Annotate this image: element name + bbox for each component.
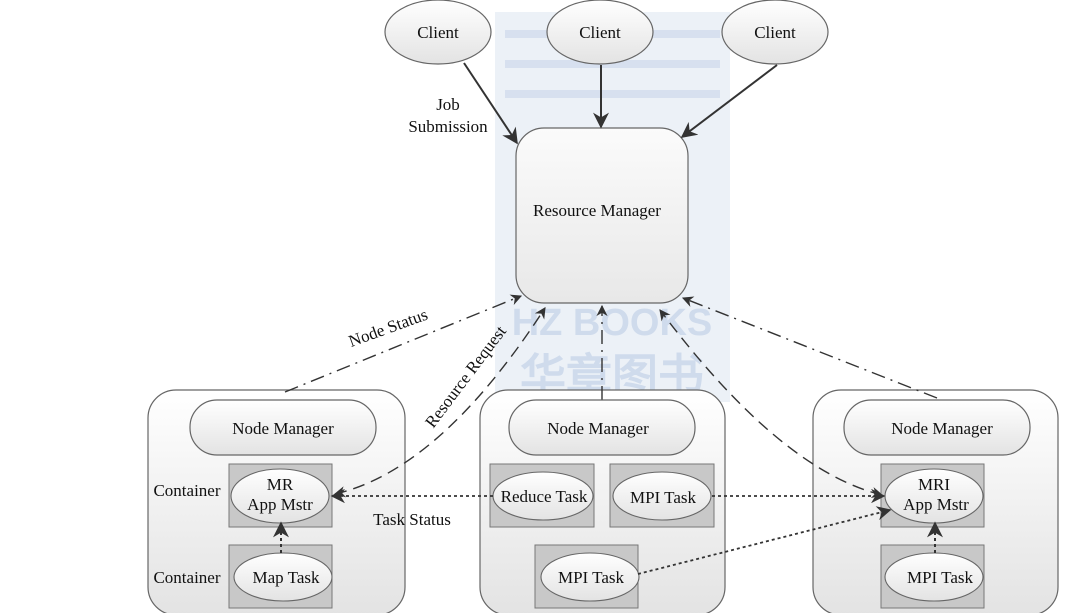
container-label-2: Container (153, 568, 220, 587)
resource-manager-label: Resource Manager (533, 201, 661, 220)
mri-app-mstr-label-1: MRI (918, 475, 950, 494)
mpi-task-top-label: MPI Task (630, 488, 697, 507)
container-label-1: Container (153, 481, 220, 500)
arrow-client1-rm (463, 62, 518, 145)
node-manager-label-left: Node Manager (232, 419, 334, 438)
resource-request-left (333, 307, 546, 498)
client-label-3: Client (754, 23, 796, 42)
job-submission-label-1: Job (436, 95, 460, 114)
node-status-label: Node Status (346, 305, 430, 351)
node-manager-label-middle: Node Manager (547, 419, 649, 438)
mpi-task-bottom (540, 552, 640, 602)
client-label-2: Client (579, 23, 621, 42)
task-status-label: Task Status (373, 510, 451, 529)
map-task (233, 552, 333, 602)
node-manager-middle (508, 399, 696, 456)
mpi-task-bottom-label: MPI Task (558, 568, 625, 587)
reduce-task-label: Reduce Task (501, 487, 588, 506)
arrow-client3-rm (680, 64, 778, 138)
client-2 (546, 0, 654, 65)
mpi-task-top (612, 471, 712, 521)
node-manager-label-right: Node Manager (891, 419, 993, 438)
mpi-task-right-label: MPI Task (907, 568, 974, 587)
task-status-mpi-bottom-to-mri (637, 506, 892, 575)
node-manager-left (189, 399, 377, 456)
mr-app-mstr-label-2: App Mstr (247, 495, 313, 514)
mri-app-mstr-label-2: App Mstr (903, 495, 969, 514)
resource-request-right (659, 309, 884, 499)
client-3 (721, 0, 829, 65)
node-manager-right (843, 399, 1031, 456)
client-label-1: Client (417, 23, 459, 42)
job-submission-label-2: Submission (408, 117, 488, 136)
mr-app-mstr-label-1: MR (267, 475, 294, 494)
client-1 (384, 0, 492, 65)
map-task-label: Map Task (253, 568, 320, 587)
